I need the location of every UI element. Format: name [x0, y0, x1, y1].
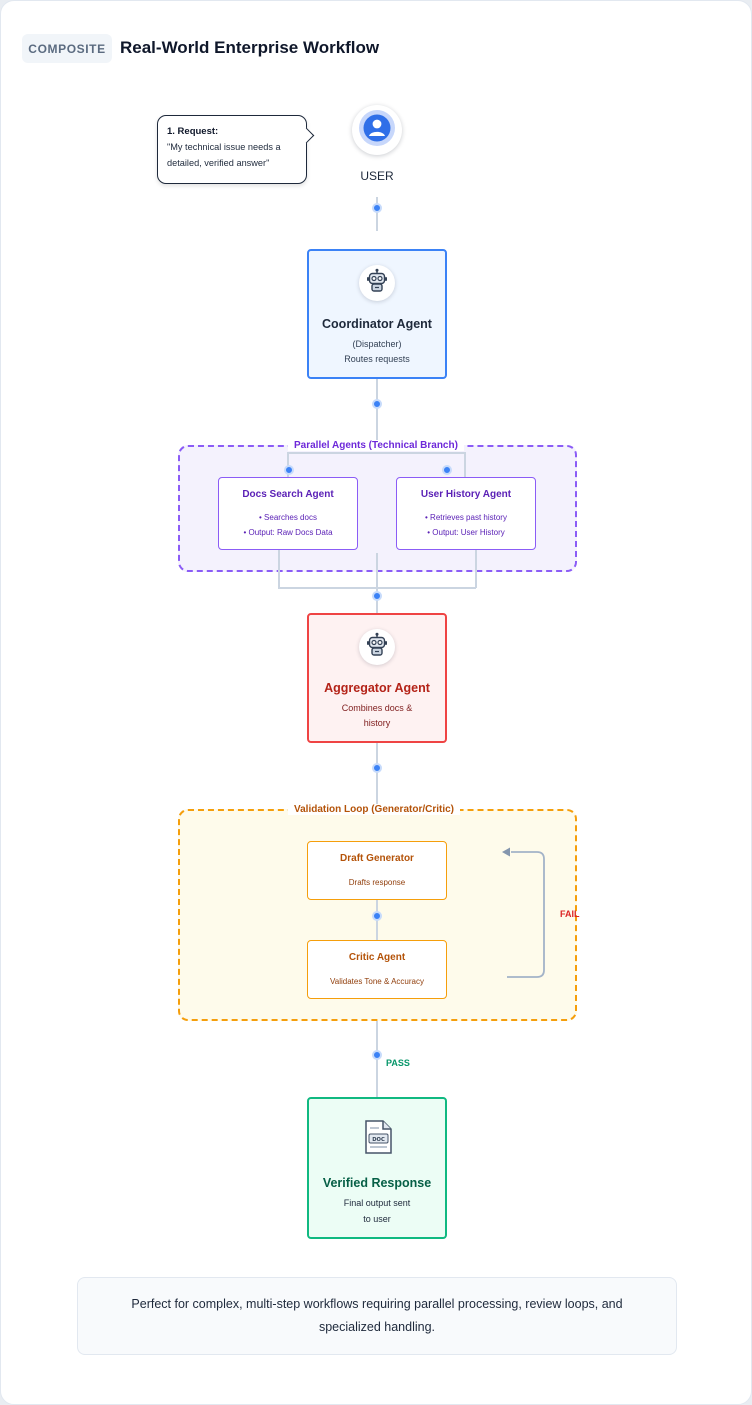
coordinator-agent-node: Coordinator Agent (Dispatcher) Routes re…	[307, 249, 447, 379]
loop-arrow-icon	[499, 843, 549, 981]
docs-search-line-1: • Searches docs	[259, 513, 317, 522]
connector-aggregator-validation	[376, 743, 378, 809]
document-icon-text: DOC	[372, 1137, 385, 1143]
connector-coordinator-parallel	[376, 379, 378, 445]
aggregator-agent-node: Aggregator Agent Combines docs & history	[307, 613, 447, 743]
aggregator-robot-avatar	[359, 629, 395, 665]
connector-dot	[442, 465, 452, 475]
user-icon	[356, 107, 398, 154]
aggregator-title: Aggregator Agent	[324, 681, 430, 695]
user-history-title: User History Agent	[420, 489, 512, 500]
user-history-agent-node: User History Agent • Retrieves past hist…	[396, 477, 536, 550]
composite-tag: COMPOSITE	[22, 34, 112, 63]
merge-line-center	[376, 553, 378, 613]
fail-label: FAIL	[560, 909, 580, 919]
connector-dot	[372, 1050, 382, 1060]
connector-dot	[372, 763, 382, 773]
pass-label: PASS	[386, 1058, 410, 1068]
docs-search-line-2: • Output: Raw Docs Data	[243, 528, 333, 537]
coordinator-robot-avatar	[359, 265, 395, 301]
user-history-line-1: • Retrieves past history	[425, 513, 507, 522]
verified-title: Verified Response	[322, 1176, 432, 1190]
coordinator-desc: Routes requests	[344, 354, 410, 364]
critic-agent-desc: Validates Tone & Accuracy	[330, 977, 424, 986]
draft-generator-node: Draft Generator Drafts response	[307, 841, 447, 900]
aggregator-line-2: history	[363, 718, 391, 728]
robot-icon	[364, 268, 390, 299]
validation-group-label: Validation Loop (Generator/Critic)	[288, 804, 461, 815]
robot-icon	[364, 632, 390, 663]
verified-response-node: DOC Verified Response Final output sent …	[307, 1097, 447, 1239]
fork-line-right	[464, 452, 466, 478]
request-bubble: 1. Request: "My technical issue needs a …	[157, 115, 307, 184]
document-icon: DOC	[362, 1119, 394, 1155]
connector-dot	[372, 591, 382, 601]
connector-dot	[372, 203, 382, 213]
coordinator-subtitle: (Dispatcher)	[352, 339, 402, 349]
merge-line-right	[475, 550, 477, 588]
connector-user-coordinator	[376, 197, 378, 231]
critic-agent-title: Critic Agent	[348, 952, 406, 963]
fork-line	[287, 452, 465, 454]
page-title: Real-World Enterprise Workflow	[120, 38, 380, 57]
connector-dot	[372, 399, 382, 409]
critic-agent-node: Critic Agent Validates Tone & Accuracy	[307, 940, 447, 999]
request-line-2: detailed, verified answer"	[167, 158, 270, 168]
coordinator-title: Coordinator Agent	[322, 317, 432, 331]
aggregator-line-1: Combines docs &	[341, 703, 413, 713]
draft-generator-title: Draft Generator	[340, 853, 414, 864]
footer-note-text: Perfect for complex, multi-step workflow…	[131, 1297, 623, 1334]
user-avatar	[352, 105, 402, 155]
request-title: 1. Request:	[167, 126, 219, 137]
merge-line-left	[278, 550, 280, 588]
verified-line-2: to user	[363, 1214, 391, 1224]
parallel-group-label: Parallel Agents (Technical Branch)	[288, 440, 464, 451]
user-label: USER	[360, 169, 394, 183]
docs-search-title: Docs Search Agent	[242, 489, 334, 500]
connector-dot	[372, 911, 382, 921]
docs-search-agent-node: Docs Search Agent • Searches docs • Outp…	[218, 477, 358, 550]
merge-line	[278, 587, 476, 589]
request-line-1: "My technical issue needs a	[167, 142, 281, 152]
footer-note: Perfect for complex, multi-step workflow…	[77, 1277, 677, 1355]
request-text: "My technical issue needs a detailed, ve…	[167, 139, 297, 171]
user-history-line-2: • Output: User History	[427, 528, 505, 537]
draft-generator-desc: Drafts response	[348, 878, 406, 887]
verified-line-1: Final output sent	[343, 1198, 411, 1208]
connector-dot	[284, 465, 294, 475]
